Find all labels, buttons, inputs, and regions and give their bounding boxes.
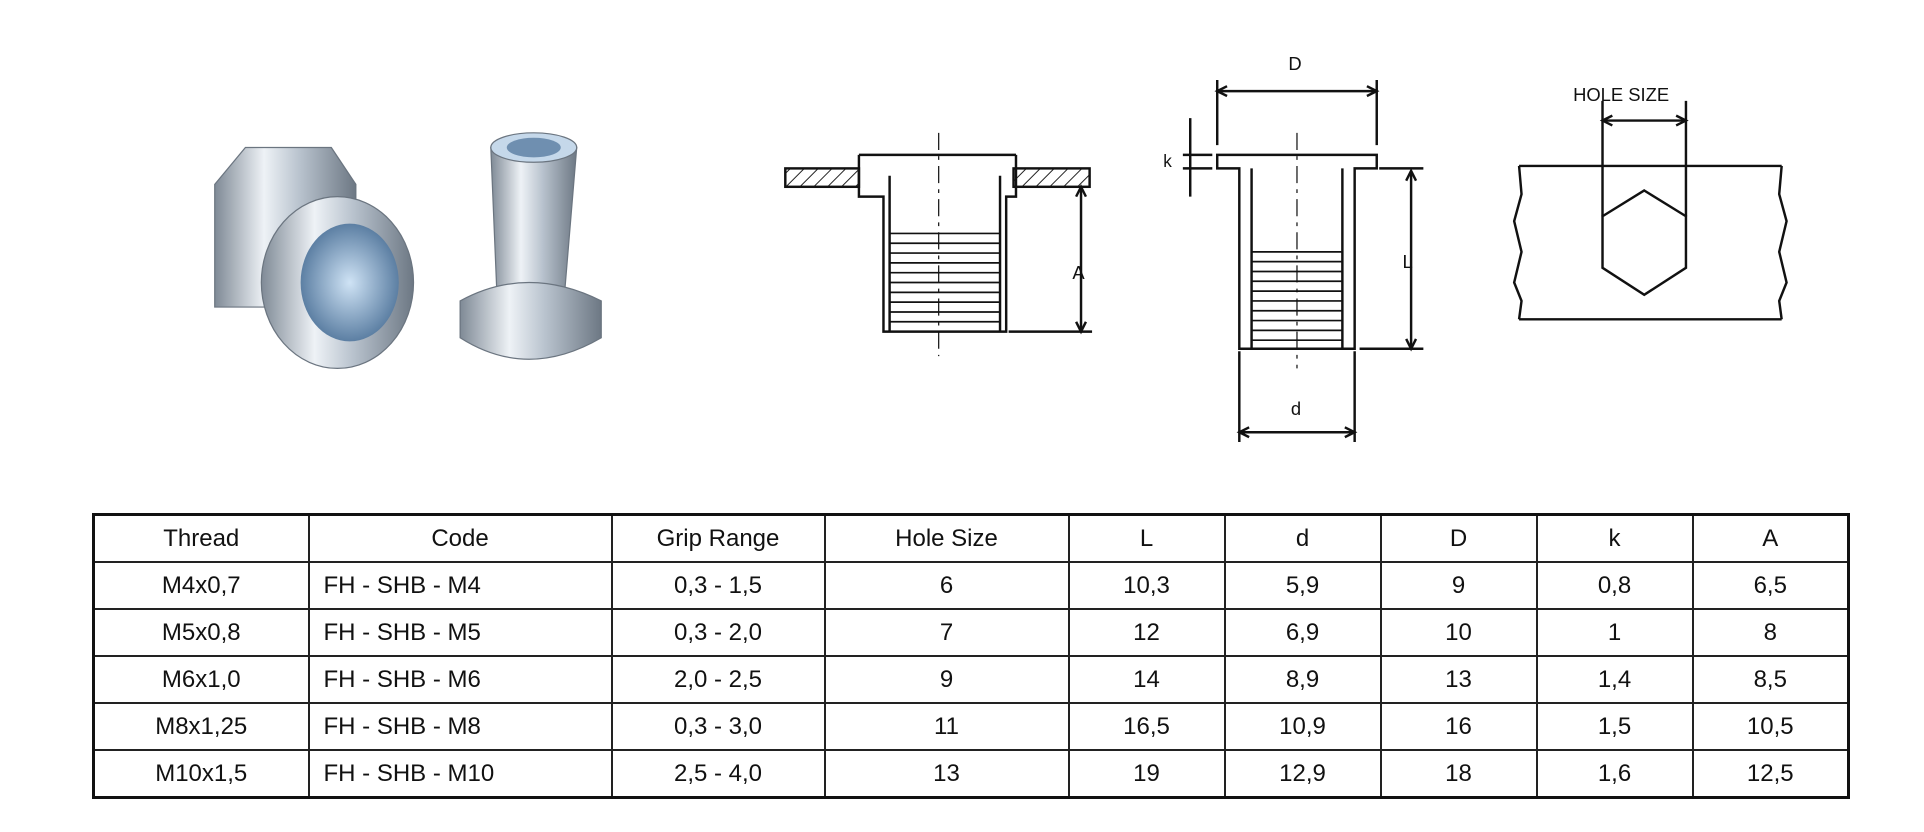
hole-size-diagram (1512, 100, 1788, 321)
table-header-row: Thread Code Grip Range Hole Size L d D k… (92, 513, 1850, 563)
cell-d-small: 6,9 (1223, 608, 1382, 657)
header-code: Code (307, 513, 613, 563)
label-d-upper: D (1288, 53, 1301, 74)
cell-code: FH - SHB - M6 (307, 655, 613, 704)
cell-d-large: 18 (1379, 749, 1538, 799)
cell-a: 8,5 (1691, 655, 1850, 704)
cell-l: 16,5 (1067, 702, 1226, 751)
cell-thread: M5x0,8 (92, 608, 310, 657)
cell-hole-size: 11 (823, 702, 1070, 751)
cell-hole-size: 6 (823, 561, 1070, 610)
installed-section-diagram (784, 132, 1093, 357)
label-d-lower: d (1291, 398, 1301, 419)
cell-code: FH - SHB - M4 (307, 561, 613, 610)
rivet-nut-photo (214, 132, 602, 370)
cell-thread: M8x1,25 (92, 702, 310, 751)
cell-a: 12,5 (1691, 749, 1850, 799)
label-a: A (1072, 262, 1085, 283)
cell-grip-range: 2,0 - 2,5 (610, 655, 826, 704)
cell-hole-size: 7 (823, 608, 1070, 657)
cell-k: 0,8 (1535, 561, 1694, 610)
cell-a: 10,5 (1691, 702, 1850, 751)
header-k: k (1535, 513, 1694, 563)
cell-code: FH - SHB - M5 (307, 608, 613, 657)
cell-k: 1 (1535, 608, 1694, 657)
header-grip-range: Grip Range (610, 513, 826, 563)
cell-thread: M10x1,5 (92, 749, 310, 799)
header-d-small: d (1223, 513, 1382, 563)
cell-thread: M6x1,0 (92, 655, 310, 704)
cell-d-small: 12,9 (1223, 749, 1382, 799)
header-d-large: D (1379, 513, 1538, 563)
cell-d-small: 8,9 (1223, 655, 1382, 704)
cell-d-large: 13 (1379, 655, 1538, 704)
cell-k: 1,5 (1535, 702, 1694, 751)
product-illustrations: A D k L d HOLE SIZE (214, 53, 1788, 443)
cell-l: 14 (1067, 655, 1226, 704)
cell-grip-range: 0,3 - 1,5 (610, 561, 826, 610)
cell-grip-range: 0,3 - 2,0 (610, 608, 826, 657)
cell-hole-size: 9 (823, 655, 1070, 704)
cell-l: 10,3 (1067, 561, 1226, 610)
cell-thread: M4x0,7 (92, 561, 310, 610)
cell-grip-range: 0,3 - 3,0 (610, 702, 826, 751)
cell-code: FH - SHB - M10 (307, 749, 613, 799)
cell-a: 6,5 (1691, 561, 1850, 610)
cell-d-large: 10 (1379, 608, 1538, 657)
cell-d-small: 5,9 (1223, 561, 1382, 610)
cell-code: FH - SHB - M8 (307, 702, 613, 751)
cell-a: 8 (1691, 608, 1850, 657)
cell-d-small: 10,9 (1223, 702, 1382, 751)
cell-hole-size: 13 (823, 749, 1070, 799)
cell-l: 12 (1067, 608, 1226, 657)
cell-d-large: 16 (1379, 702, 1538, 751)
specification-table: Thread Code Grip Range Hole Size L d D k… (92, 513, 1850, 799)
label-k: k (1163, 151, 1172, 171)
cell-d-large: 9 (1379, 561, 1538, 610)
header-a: A (1691, 513, 1850, 563)
header-hole-size: Hole Size (823, 513, 1070, 563)
header-l: L (1067, 513, 1226, 563)
cell-l: 19 (1067, 749, 1226, 799)
header-thread: Thread (92, 513, 310, 563)
cell-k: 1,4 (1535, 655, 1694, 704)
label-l: L (1403, 251, 1413, 272)
label-hole-size: HOLE SIZE (1573, 84, 1669, 105)
cell-k: 1,6 (1535, 749, 1694, 799)
dimension-diagram (1182, 80, 1424, 443)
cell-grip-range: 2,5 - 4,0 (610, 749, 826, 799)
